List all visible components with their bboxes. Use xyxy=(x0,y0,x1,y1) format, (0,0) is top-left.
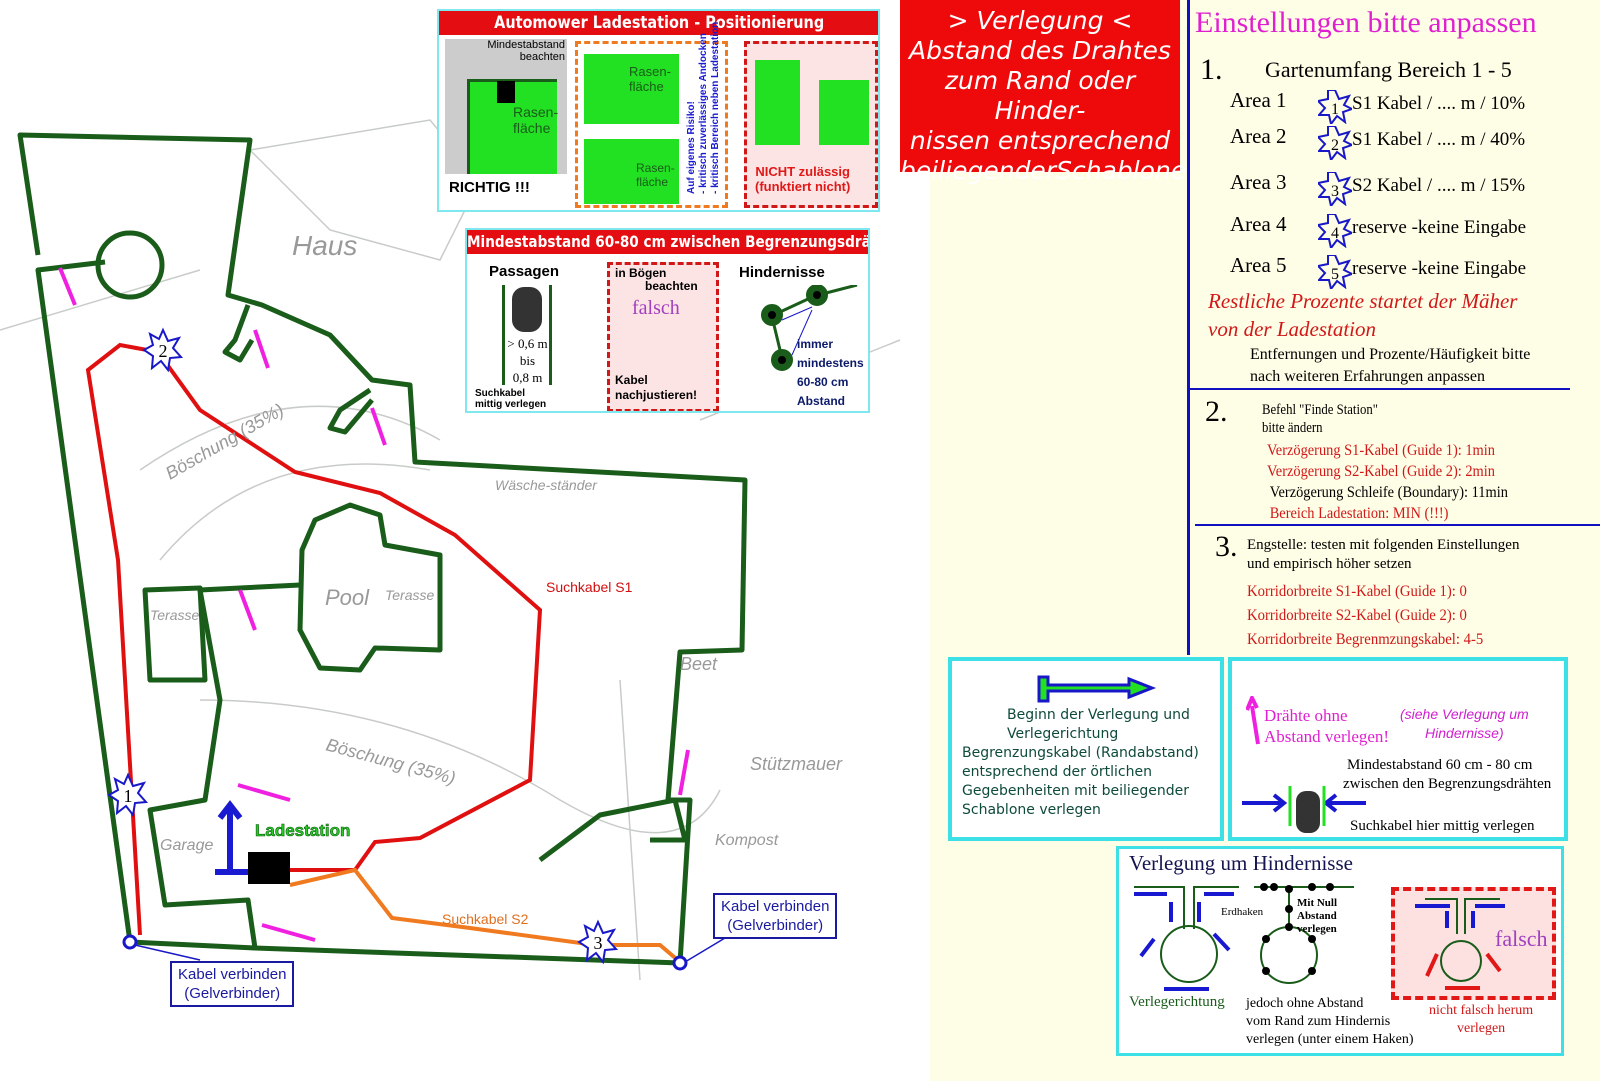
area-star-1: 1 xyxy=(107,772,149,818)
pool-boundary xyxy=(297,502,443,673)
area-stars: 1 2 3 xyxy=(107,327,619,965)
svg-text:4: 4 xyxy=(1331,225,1339,242)
area-setting: S1 Kabel / .... m / 40% xyxy=(1352,129,1526,150)
area-star-icon: 3 xyxy=(1318,172,1352,206)
charging-station xyxy=(248,852,290,884)
label-waesche: Wäsche-ständer xyxy=(495,477,598,493)
area-name: Area 3 xyxy=(1230,170,1287,194)
boundary-outer-top xyxy=(17,132,748,966)
spacing-title: Mindestabstand 60-80 cm zwischen Begrenz… xyxy=(467,230,868,254)
wrong-diagram: NICHT zulässig(funktiert nicht) xyxy=(744,41,878,208)
arrow-icon xyxy=(238,589,257,631)
richtig-label: RICHTIG !!! xyxy=(449,179,530,196)
settings-panel: Einstellungen bitte anpassen 1. Gartenum… xyxy=(1187,0,1600,655)
area-name: Area 2 xyxy=(1230,124,1287,148)
area-name: Area 1 xyxy=(1230,88,1287,112)
garden-map: Haus Pool Terasse Terasse Garage Beet Bö… xyxy=(0,119,901,981)
mower-passage-icon xyxy=(1242,786,1366,833)
risk-diagram: Rasen-fläche Rasen-fläche Auf eigenes Ri… xyxy=(575,22,728,208)
positioning-inset: Automower Ladestation - Positionierung M… xyxy=(437,9,880,212)
label-pool: Pool xyxy=(325,585,370,610)
svg-text:1: 1 xyxy=(124,786,133,806)
settings-title: Einstellungen bitte anpassen xyxy=(1195,6,1537,39)
passage-diagram xyxy=(502,285,552,385)
svg-text:5: 5 xyxy=(1331,266,1339,283)
area-setting: reserve -keine Eingabe xyxy=(1352,258,1527,279)
label-haus: Haus xyxy=(292,230,357,261)
svg-text:3: 3 xyxy=(594,933,603,953)
s2-label: Suchkabel S2 xyxy=(442,911,529,927)
boundary-wire xyxy=(17,132,748,966)
arrow-icon xyxy=(237,783,291,802)
label-boeschung: Böschung (35%) xyxy=(324,735,458,789)
svg-text:2: 2 xyxy=(1331,137,1339,154)
arrow-icon xyxy=(370,407,387,446)
pink-arrow-icon xyxy=(1246,696,1260,745)
obstacle-diagram xyxy=(761,285,858,371)
boundary-outer xyxy=(35,259,133,943)
area-star-icon: 5 xyxy=(1318,255,1352,289)
start-arrow-icon xyxy=(1037,675,1157,703)
positioning-title: Automower Ladestation - Positionierung xyxy=(439,11,878,35)
arrow-icon xyxy=(678,749,690,796)
area-star-icon: 1 xyxy=(1318,90,1352,124)
spacing-inset: Mindestabstand 60-80 cm zwischen Begrenz… xyxy=(465,228,870,413)
label-kompost: Kompost xyxy=(715,832,779,849)
arrow-icon xyxy=(58,267,77,306)
connector-point xyxy=(122,934,138,950)
arrow-icon xyxy=(253,329,270,369)
mower-icon xyxy=(512,287,542,332)
area-setting: S2 Kabel / .... m / 15% xyxy=(1352,175,1526,196)
wrong-loop-diagram: falsch xyxy=(1391,887,1556,1000)
area-name: Area 4 xyxy=(1230,212,1287,236)
area-setting: reserve -keine Eingabe xyxy=(1352,217,1527,238)
guide-wire-s1 xyxy=(85,342,543,936)
hook-diagram xyxy=(1254,883,1354,984)
connector-note-left: Kabel verbinden(Gelverbinder) xyxy=(170,961,295,1007)
label-boeschung: Böschung (35%) xyxy=(162,400,287,484)
area-name: Area 5 xyxy=(1230,253,1287,277)
correct-loop-diagram xyxy=(1134,886,1239,991)
area-star-icon: 4 xyxy=(1318,214,1352,248)
label-terrasse: Terasse xyxy=(385,587,435,603)
terrasse-boundary xyxy=(142,585,208,683)
svg-text:3: 3 xyxy=(1331,183,1339,200)
label-terrasse: Terasse xyxy=(150,607,200,623)
obstacles-box: Verlegung um Hindernisse Verlegerichtung… xyxy=(1116,846,1564,1056)
connector-note-right: Kabel verbinden(Gelverbinder) xyxy=(713,893,838,939)
label-beet: Beet xyxy=(680,654,718,674)
guide-wire-s2 xyxy=(289,867,682,964)
s1-label: Suchkabel S1 xyxy=(546,579,633,595)
ladestation-label: Ladestation xyxy=(255,821,350,840)
area-star-icon: 2 xyxy=(1318,126,1352,160)
connector-point xyxy=(672,955,688,971)
svg-text:2: 2 xyxy=(159,341,168,361)
arrow-icon xyxy=(261,923,316,942)
pink-arrows xyxy=(58,267,690,942)
start-direction-icon xyxy=(215,800,248,875)
area-setting: S1 Kabel / .... m / 10% xyxy=(1352,93,1526,114)
area-star-3: 3 xyxy=(577,919,619,965)
label-stuetzmauer: Stützmauer xyxy=(750,754,843,774)
area-star-2: 2 xyxy=(142,327,184,373)
correct-diagram: Mindestabstand beachten Rasen-fläche xyxy=(445,39,567,174)
label-garage: Garage xyxy=(160,837,213,854)
svg-text:1: 1 xyxy=(1331,101,1339,118)
